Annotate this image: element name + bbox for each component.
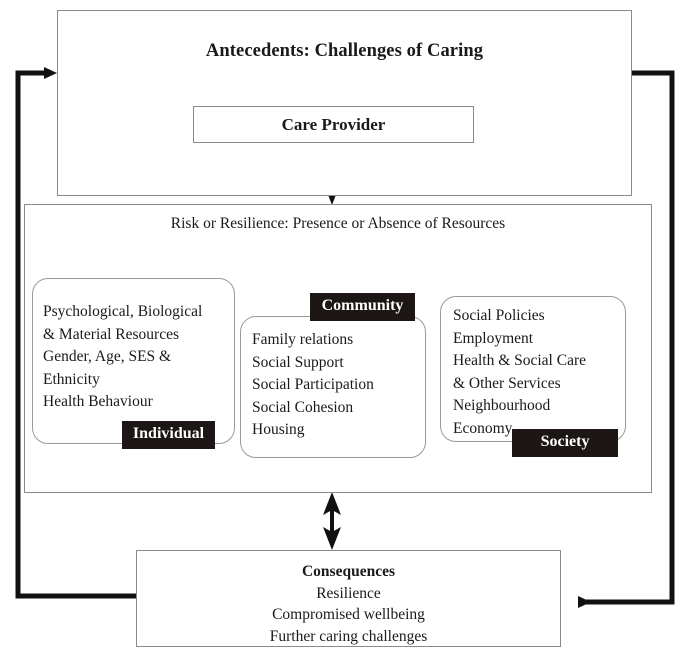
antecedents-heading: Antecedents: Challenges of Caring (205, 41, 484, 61)
consequences-text: Consequences Resilience Compromised well… (137, 561, 560, 647)
care-provider-box: Care Provider (193, 106, 474, 143)
consequences-line: Compromised wellbeing (272, 606, 425, 623)
society-items: Social Policies Employment Health & Soci… (453, 305, 586, 440)
risk-resilience-heading: Risk or Resilience: Presence or Absence … (170, 215, 506, 232)
antecedents-box: Antecedents: Challenges of Caring (57, 10, 632, 196)
society-box: Social Policies Employment Health & Soci… (440, 296, 626, 442)
list-item: Family relations (252, 331, 354, 348)
list-item: Social Policies (453, 307, 545, 324)
list-item: & Material Resources (43, 325, 180, 343)
list-item: Gender, Age, SES & (43, 348, 172, 365)
society-tag-label: Society (512, 429, 618, 457)
community-box: Family relations Social Support Social P… (240, 316, 426, 458)
individual-box: Psychological, Biological & Material Res… (32, 278, 235, 444)
consequences-heading: Consequences (301, 563, 395, 580)
individual-tag-label: Individual (122, 421, 215, 449)
list-item: Ethnicity (43, 370, 100, 388)
list-item: Neighbourhood (453, 397, 551, 414)
list-item: Social Support (252, 353, 344, 371)
list-item: Employment (453, 329, 534, 347)
consequences-box: Consequences Resilience Compromised well… (136, 550, 561, 647)
arrow-resources-to-consequences (323, 492, 341, 550)
list-item: Health Behaviour (43, 393, 153, 410)
community-items: Family relations Social Support Social P… (252, 329, 374, 442)
list-item: & Other Services (453, 374, 561, 392)
list-item: Economy (453, 419, 513, 437)
care-provider-label: Care Provider (281, 115, 386, 134)
community-tag-label: Community (310, 293, 415, 321)
list-item: Psychological, Biological (43, 303, 203, 320)
list-item: Social Cohesion (252, 398, 354, 416)
list-item: Housing (252, 421, 305, 438)
list-item: Health & Social Care (453, 352, 586, 369)
individual-items: Psychological, Biological & Material Res… (43, 301, 202, 414)
consequences-line: Resilience (316, 584, 381, 602)
consequences-line: Further caring challenges (269, 627, 428, 645)
list-item: Social Participation (252, 376, 374, 393)
